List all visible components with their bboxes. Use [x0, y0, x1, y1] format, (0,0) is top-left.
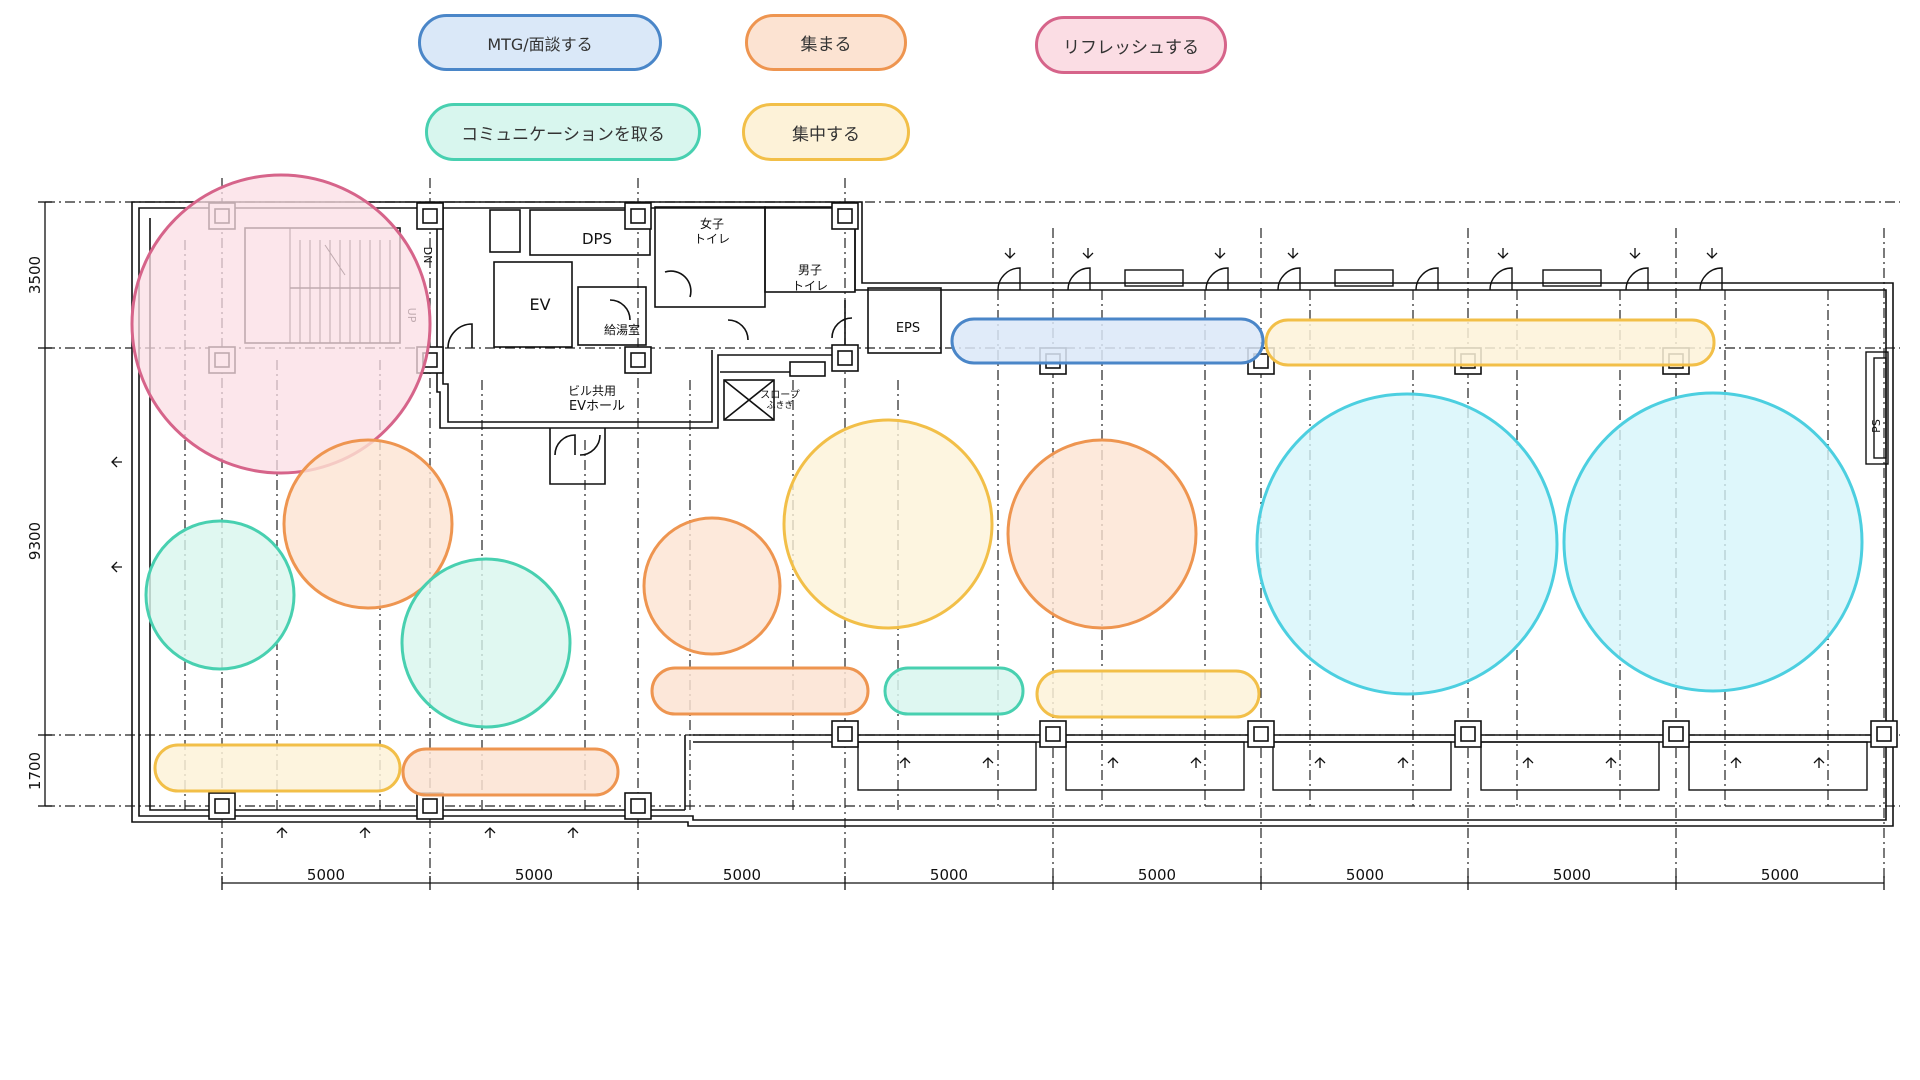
- dim-v-2: 9300: [26, 522, 44, 560]
- room-label-slope-2: ふきぎ: [766, 399, 793, 411]
- dimension-lines: [38, 201, 1885, 890]
- zone-gather: [650, 666, 870, 716]
- room-label-mens-1: 男子: [798, 263, 822, 277]
- legend-meeting: MTG/面談する: [418, 14, 662, 71]
- zone-focus: [153, 743, 402, 793]
- zone-open: [1255, 392, 1559, 696]
- balconies: [857, 351, 1889, 791]
- vent-symbols: [111, 248, 1825, 838]
- room-label-ps: PS: [1870, 419, 1883, 433]
- zone-gather: [642, 516, 782, 656]
- room-label-slope-1: スロープ: [760, 389, 799, 401]
- zone-meeting: [950, 317, 1265, 365]
- legend-focus: 集中する: [742, 103, 910, 161]
- dim-v-3: 1700: [26, 752, 44, 790]
- zone-gather: [282, 438, 454, 610]
- dim-h-4: 5000: [930, 866, 968, 884]
- room-label-dn: DN: [421, 247, 434, 264]
- dim-h-8: 5000: [1761, 866, 1799, 884]
- zone-communicate: [144, 519, 296, 671]
- legend-gather: 集まる: [745, 14, 907, 71]
- top-windows: [997, 267, 1723, 291]
- zone-open: [1562, 391, 1864, 693]
- room-label-womens-1: 女子: [700, 216, 724, 231]
- dim-h-3: 5000: [723, 866, 761, 884]
- zone-communicate: [883, 666, 1025, 716]
- room-label-dps: DPS: [582, 230, 612, 248]
- zone-gather: [401, 747, 620, 797]
- dimension-labels: 3500 9300 1700 5000 5000 5000 5000 5000 …: [26, 256, 1799, 884]
- zone-refresh: [130, 173, 432, 475]
- room-label-womens-2: トイレ: [694, 232, 730, 246]
- room-label-mens-2: トイレ: [792, 279, 828, 293]
- legend-communicate: コミュニケーションを取る: [425, 103, 701, 161]
- room-label-ev: EV: [529, 295, 550, 314]
- dim-v-1: 3500: [26, 256, 44, 294]
- dim-h-5: 5000: [1138, 866, 1176, 884]
- dim-h-2: 5000: [515, 866, 553, 884]
- room-label-evhall-1: ビル共用: [568, 384, 616, 398]
- dim-h-7: 5000: [1553, 866, 1591, 884]
- zone-focus: [1264, 318, 1716, 367]
- dim-h-6: 5000: [1346, 866, 1384, 884]
- zone-communicate: [400, 557, 572, 729]
- room-label-evhall-2: EVホール: [569, 399, 625, 414]
- room-label-kitchen: 給湯室: [604, 322, 640, 337]
- zone-gather: [1006, 438, 1198, 630]
- zone-focus: [782, 418, 994, 630]
- zone-focus: [1035, 669, 1261, 719]
- legend-refresh: リフレッシュする: [1035, 16, 1227, 74]
- dim-h-1: 5000: [307, 866, 345, 884]
- activity-zones: [130, 173, 1864, 797]
- room-label-eps: EPS: [896, 321, 920, 336]
